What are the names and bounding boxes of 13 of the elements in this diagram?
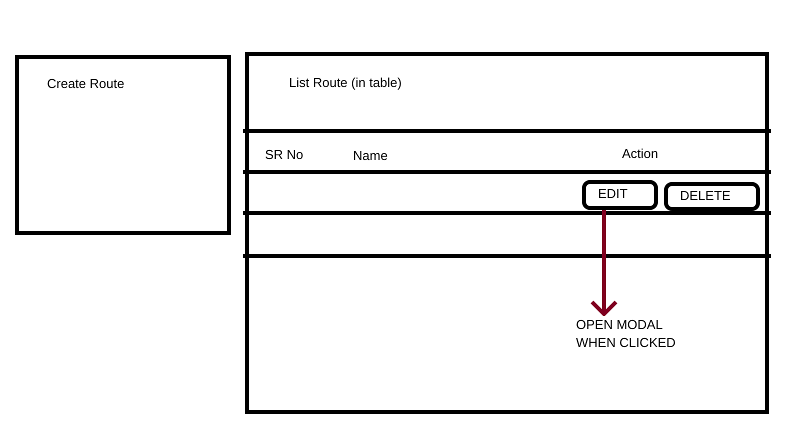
- action-button: [664, 182, 760, 211]
- panel-title: Create Route: [47, 76, 124, 91]
- table-panel: [245, 52, 769, 414]
- form-panel: [15, 55, 231, 235]
- button-label: DELETE: [680, 188, 731, 203]
- button-label: EDIT: [598, 186, 628, 201]
- arrow: [590, 210, 618, 316]
- column-header: Action: [622, 146, 658, 162]
- panel-title: List Route (in table): [289, 75, 402, 90]
- action-button: [582, 180, 658, 210]
- column-header: SR No: [265, 147, 304, 163]
- column-header: Name: [353, 148, 388, 164]
- note-label: OPEN MODAL WHEN CLICKED: [576, 317, 676, 350]
